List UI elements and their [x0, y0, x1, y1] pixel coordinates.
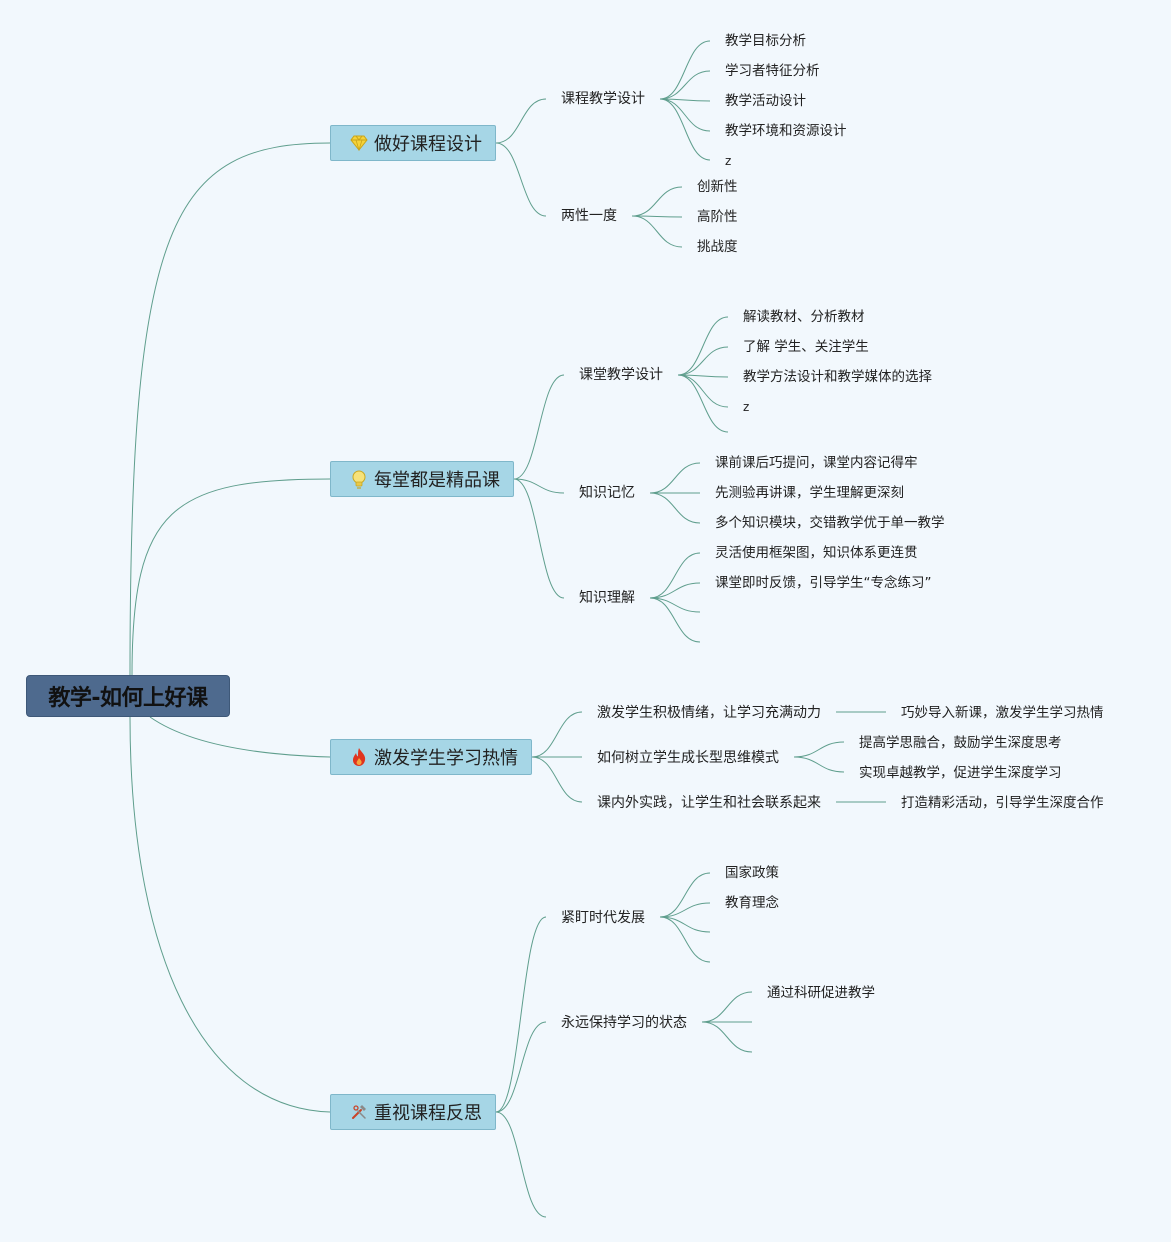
connector-line	[701, 991, 753, 1023]
leaf-node[interactable]: 解读教材、分析教材	[743, 309, 865, 325]
connector-line	[495, 1021, 547, 1113]
connector-line	[659, 70, 711, 100]
leaf-node[interactable]: 高阶性	[697, 209, 738, 225]
leaf-node[interactable]: 灵活使用框架图，知识体系更连贯	[715, 545, 918, 561]
topic-practice-society[interactable]: 课内外实践，让学生和社会联系起来	[597, 795, 821, 811]
root-connector-line	[129, 142, 331, 676]
connector-line	[531, 756, 583, 803]
branch-label: 重视课程反思	[374, 1103, 482, 1124]
diamond-icon	[349, 133, 369, 153]
connector-line	[677, 316, 729, 376]
topic-classroom-design[interactable]: 课堂教学设计	[579, 367, 663, 383]
topic-positive-emotions[interactable]: 激发学生积极情绪，让学习充满动力	[597, 705, 821, 721]
connector-line	[513, 374, 565, 480]
connector-line	[495, 142, 547, 217]
connector-line	[531, 711, 583, 758]
leaf-node[interactable]: 多个知识模块，交错教学优于单一教学	[715, 515, 945, 531]
topic-knowledge-understanding[interactable]: 知识理解	[579, 590, 635, 606]
connector-line	[649, 492, 701, 524]
branch-course-design[interactable]: 做好课程设计	[330, 125, 496, 161]
connector-line	[677, 346, 729, 376]
branch-learning-passion[interactable]: 激发学生学习热情	[330, 739, 532, 775]
connector-line	[513, 478, 565, 599]
branch-quality-lessons[interactable]: 每堂都是精品课	[330, 461, 514, 497]
leaf-node[interactable]: 课堂即时反馈，引导学生“专念练习”	[715, 575, 932, 591]
connector-line	[495, 98, 547, 144]
branch-label: 激发学生学习热情	[374, 748, 518, 769]
root-connector-line	[129, 716, 331, 1113]
root-topic[interactable]: 教学-如何上好课	[26, 675, 230, 717]
connector-line	[793, 741, 845, 758]
connector-line	[649, 552, 701, 599]
connector-line	[659, 98, 711, 161]
root-connector-line	[149, 716, 331, 758]
connector-line	[659, 902, 711, 918]
leaf-node[interactable]: z	[743, 400, 750, 414]
leaf-node[interactable]: 通过科研促进教学	[767, 985, 875, 1001]
connector-line	[649, 462, 701, 494]
connector-line	[659, 40, 711, 100]
topic-course-teaching-design[interactable]: 课程教学设计	[561, 91, 645, 107]
leaf-node[interactable]: 教育理念	[725, 895, 779, 911]
connector-line	[677, 374, 729, 408]
topic-keep-learning[interactable]: 永远保持学习的状态	[561, 1015, 687, 1031]
connector-line	[649, 597, 701, 613]
leaf-node[interactable]: 国家政策	[725, 865, 779, 881]
lightbulb-icon	[349, 469, 369, 489]
connector-line	[495, 1111, 547, 1218]
connector-line	[495, 916, 547, 1113]
connector-line	[631, 186, 683, 217]
leaf-node[interactable]: 学习者特征分析	[725, 63, 820, 79]
leaf-node[interactable]: 课前课后巧提问，课堂内容记得牢	[715, 455, 918, 471]
connector-line	[659, 98, 711, 132]
leaf-node[interactable]: 了解 学生、关注学生	[743, 339, 869, 355]
leaf-node[interactable]: 教学方法设计和教学媒体的选择	[743, 369, 932, 385]
connector-line	[649, 582, 701, 599]
branch-label: 每堂都是精品课	[374, 470, 500, 491]
connector-line	[649, 597, 701, 643]
root-connector-line	[131, 478, 331, 676]
leaf-node[interactable]: 教学活动设计	[725, 93, 806, 109]
leaf-node[interactable]: 教学目标分析	[725, 33, 806, 49]
connector-line	[631, 215, 683, 248]
connector-line	[677, 374, 729, 433]
connector-line	[659, 916, 711, 933]
connector-line	[701, 1021, 753, 1053]
connector-line	[659, 872, 711, 918]
flame-icon	[349, 747, 369, 767]
connector-line	[631, 215, 683, 218]
topic-two-qualities[interactable]: 两性一度	[561, 208, 617, 224]
connector-line	[659, 98, 711, 102]
leaf-node[interactable]: 先测验再讲课，学生理解更深刻	[715, 485, 904, 501]
branch-label: 做好课程设计	[374, 134, 482, 155]
branch-course-reflection[interactable]: 重视课程反思	[330, 1094, 496, 1130]
topic-knowledge-memory[interactable]: 知识记忆	[579, 485, 635, 501]
leaf-node[interactable]: 提高学思融合，鼓励学生深度思考	[859, 735, 1062, 751]
connector-line	[659, 916, 711, 963]
connector-line	[677, 374, 729, 378]
tools-icon	[349, 1102, 369, 1122]
connector-line	[793, 756, 845, 773]
leaf-node[interactable]: 实现卓越教学，促进学生深度学习	[859, 765, 1062, 781]
leaf-node[interactable]: 打造精彩活动，引导学生深度合作	[901, 795, 1104, 811]
topic-growth-mindset[interactable]: 如何树立学生成长型思维模式	[597, 750, 779, 766]
connector-line	[513, 478, 565, 494]
leaf-node[interactable]: 教学环境和资源设计	[725, 123, 847, 139]
topic-keep-up-with-times[interactable]: 紧盯时代发展	[561, 910, 645, 926]
leaf-node[interactable]: 挑战度	[697, 239, 738, 255]
leaf-node[interactable]: z	[725, 154, 732, 168]
leaf-node[interactable]: 创新性	[697, 179, 738, 195]
leaf-node[interactable]: 巧妙导入新课，激发学生学习热情	[901, 705, 1104, 721]
